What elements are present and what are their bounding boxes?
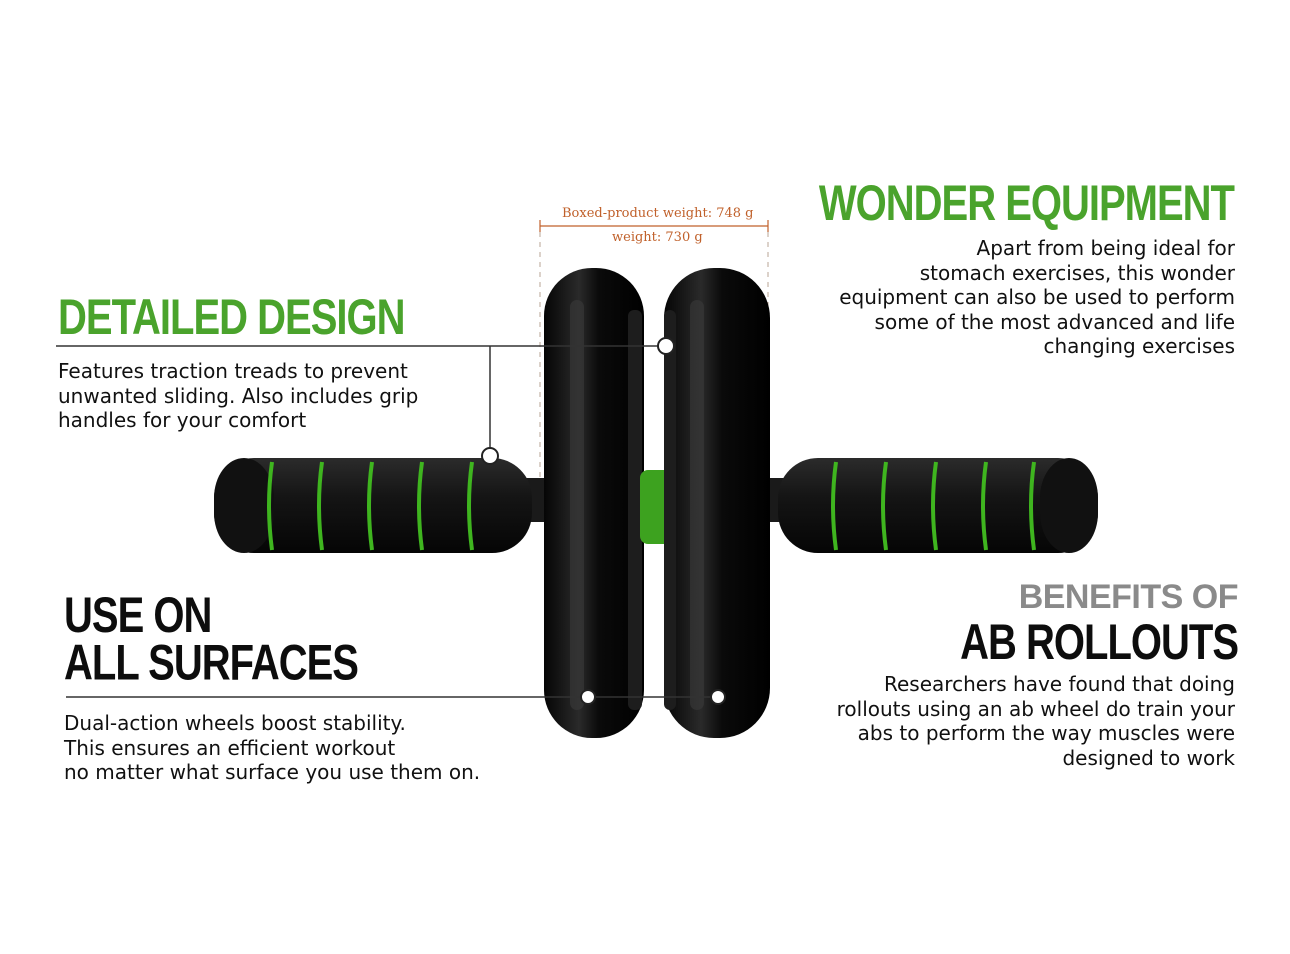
text-line: equipment can also be used to perform xyxy=(839,285,1235,309)
text-line: unwanted sliding. Also includes grip xyxy=(58,383,419,408)
detailed-design-text: Features traction treads to prevent unwa… xyxy=(58,359,418,433)
text-line: stomach exercises, this wonder xyxy=(919,260,1235,285)
text-line: no matter what surface you use them on. xyxy=(64,760,481,784)
text-line: This ensures an efficient workout xyxy=(64,735,396,760)
text-line: abs to perform the way muscles were xyxy=(857,721,1235,745)
text-line: rollouts using an ab wheel do train your xyxy=(836,696,1235,721)
use-on-all-surfaces-text: Dual-action wheels boost stability. This… xyxy=(64,711,480,785)
wonder-equipment-text: Apart from being ideal for stomach exerc… xyxy=(839,236,1235,359)
callout-dots xyxy=(481,337,726,705)
right-grip xyxy=(760,458,1098,553)
left-grip xyxy=(214,458,550,553)
title-line: ALL SURFACES xyxy=(64,635,359,691)
benefits-of-title: BENEFITS OF xyxy=(1018,578,1239,616)
boxed-weight-label: Boxed-product weight: 748 g xyxy=(562,206,754,221)
text-line: Features traction treads to prevent xyxy=(58,359,408,383)
callout-lines xyxy=(56,345,718,698)
title-line: USE ON xyxy=(64,588,212,644)
text-line: changing exercises xyxy=(1043,334,1235,358)
text-line: some of the most advanced and life xyxy=(874,309,1235,334)
weight-label: weight: 730 g xyxy=(612,230,703,245)
text-line: Researchers have found that doing xyxy=(884,672,1235,696)
text-line: handles for your comfort xyxy=(58,408,307,432)
text-line: designed to work xyxy=(1062,745,1235,770)
use-on-all-surfaces-title: USE ON ALL SURFACES xyxy=(64,588,359,691)
text-line: Dual-action wheels boost stability. xyxy=(64,711,406,735)
ab-rollouts-title: AB ROLLOUTS xyxy=(960,615,1239,670)
text-line: Apart from being ideal for xyxy=(976,236,1235,260)
detailed-design-title: DETAILED DESIGN xyxy=(58,290,406,345)
wheels xyxy=(544,268,770,738)
benefits-text: Researchers have found that doing rollou… xyxy=(837,672,1235,770)
wonder-equipment-title: WONDER EQUIPMENT xyxy=(818,176,1235,231)
